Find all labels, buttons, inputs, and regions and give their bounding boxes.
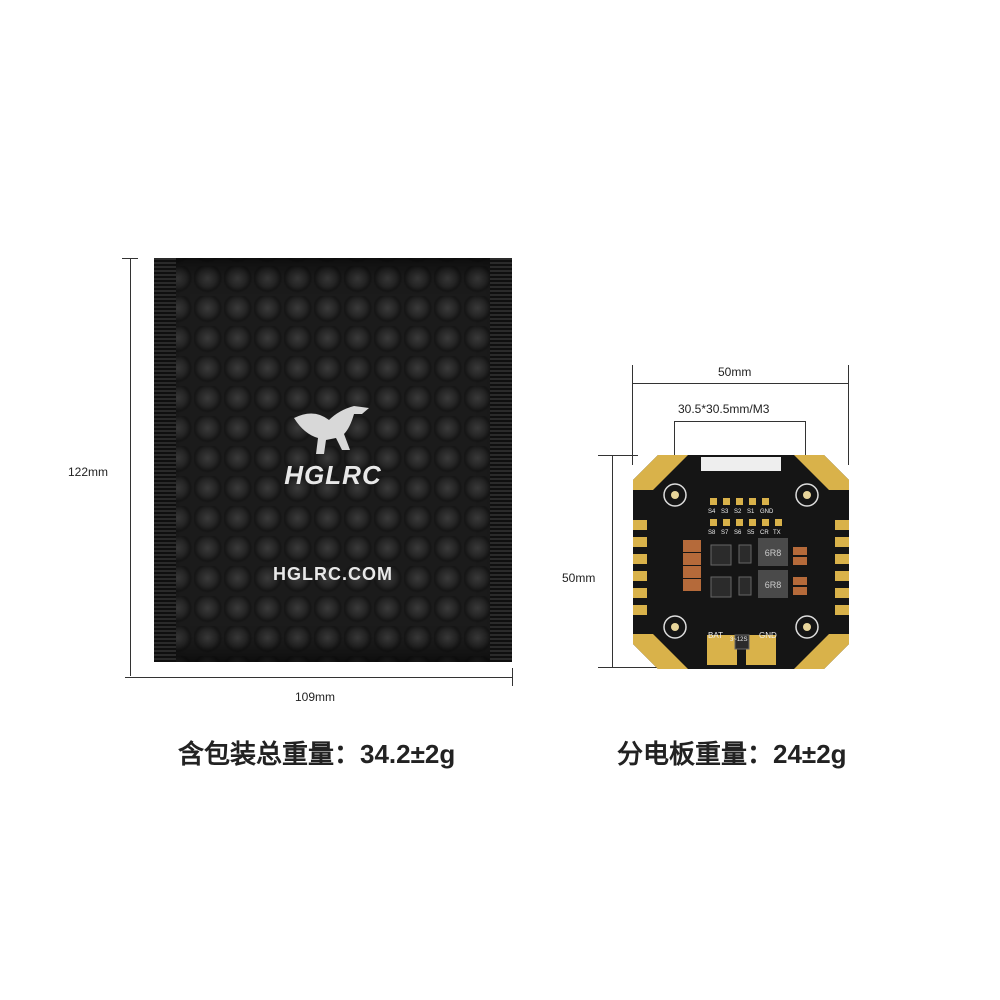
- pad-label: S1: [747, 509, 755, 515]
- dinosaur-logo-icon: [294, 406, 369, 454]
- voltage-range-label: 3~12S: [730, 637, 748, 643]
- bag-weight-caption: 含包装总重量：34.2±2g: [178, 739, 456, 769]
- dimension-tick: [598, 455, 638, 456]
- bubble-mailer-bag: HGLRC HGLRC.COM: [154, 258, 512, 662]
- bag-seam-right: [490, 258, 512, 662]
- pad-label: S6: [734, 530, 742, 536]
- dimension-tick: [512, 668, 513, 686]
- inductor-label: 6R8: [765, 548, 782, 558]
- pad-label: S2: [734, 509, 742, 515]
- pad-label: S7: [721, 530, 729, 536]
- mount-spacing-label: 30.5*30.5mm/M3: [678, 402, 770, 416]
- gnd-label: GND: [759, 631, 777, 640]
- board-width-label: 50mm: [718, 365, 752, 379]
- pad-label: GND: [760, 509, 774, 515]
- pad-label: S4: [708, 509, 716, 515]
- dimension-tick: [122, 258, 138, 259]
- bag-width-dimension-line: [125, 677, 513, 678]
- pad-label: CR: [760, 530, 769, 536]
- bag-height-label: 122mm: [68, 465, 109, 479]
- pad-label: S5: [747, 530, 755, 536]
- bag-height-dimension-line: [130, 258, 131, 676]
- dimension-tick: [848, 365, 849, 465]
- bat-label: BAT: [708, 631, 723, 640]
- pad-label: S8: [708, 530, 716, 536]
- bag-logo-text: HGLRC: [284, 460, 382, 490]
- mount-spacing-dimension-line: [674, 421, 806, 422]
- board-height-label: 50mm: [562, 571, 596, 585]
- pad-label: TX: [773, 530, 781, 536]
- connector-icon: [701, 457, 781, 471]
- board-height-dimension-line: [612, 455, 613, 668]
- bag-website-text: HGLRC.COM: [273, 564, 393, 584]
- pad-label: S3: [721, 509, 729, 515]
- bag-seam-left: [154, 258, 176, 662]
- inductor-label: 6R8: [765, 580, 782, 590]
- dimension-tick: [598, 667, 658, 668]
- dimension-tick: [632, 365, 633, 465]
- bag-width-label: 109mm: [295, 690, 336, 704]
- board-width-dimension-line: [632, 383, 848, 384]
- board-weight-caption: 分电板重量：24±2g: [617, 739, 847, 769]
